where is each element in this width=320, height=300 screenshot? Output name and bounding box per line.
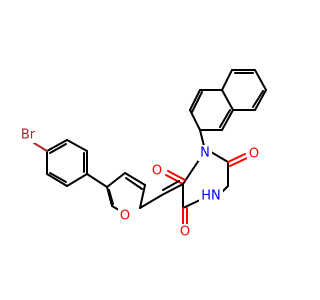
pyrimidine-ring: [161, 151, 248, 226]
atom-o-top-label: O: [249, 147, 259, 162]
atom-o-top: O: [247, 146, 261, 162]
atom-n1: N: [198, 145, 212, 161]
molecule-structure: Br O O O O N HN: [16, 69, 267, 240]
atom-n1-label: N: [200, 146, 210, 161]
atom-br: Br: [16, 127, 40, 143]
atom-o-furan: O: [118, 208, 132, 224]
atom-o-left-label: O: [152, 164, 162, 179]
atom-nh: HN: [199, 188, 223, 204]
atom-nh-label: HN: [201, 189, 221, 204]
bond-exo: [139, 194, 163, 209]
furan-ring: [106, 172, 146, 214]
atom-o-bottom: O: [178, 224, 192, 240]
naphthalene-ring: [189, 69, 267, 131]
atom-o-bottom-label: O: [180, 225, 190, 240]
atom-o-furan-label: O: [120, 209, 130, 224]
bond-furan-phenyl: [86, 173, 108, 188]
atom-o-left: O: [150, 163, 164, 179]
atom-br-label: Br: [21, 128, 36, 143]
bromophenyl-ring: [33, 139, 88, 187]
